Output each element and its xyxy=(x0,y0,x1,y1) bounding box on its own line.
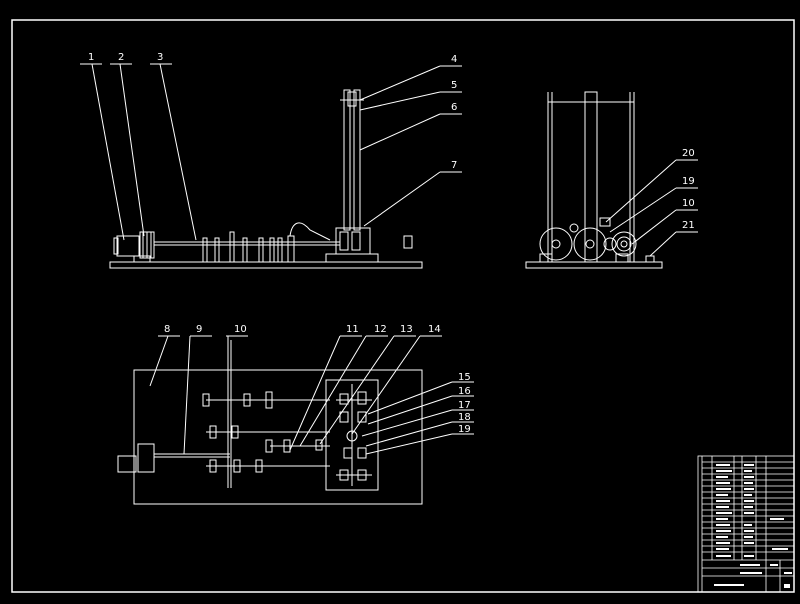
front-view-leaders xyxy=(80,63,462,241)
side-view-labels: 20 19 10 21 xyxy=(682,148,695,231)
title-block-text-marks xyxy=(714,464,792,588)
plan-view-leaders xyxy=(149,335,442,455)
part-label: 8 xyxy=(164,324,170,335)
plan-view-right-leaders xyxy=(361,381,474,455)
plan-view-labels: 8 9 10 11 12 13 14 15 16 17 18 19 xyxy=(164,324,471,435)
part-label: 17 xyxy=(458,400,471,411)
part-label: 14 xyxy=(428,324,441,335)
part-label: 21 xyxy=(682,220,695,231)
side-view-leaders xyxy=(605,159,698,257)
part-label: 16 xyxy=(458,386,471,397)
title-block xyxy=(697,455,795,593)
part-label: 11 xyxy=(346,324,359,335)
part-label: 10 xyxy=(234,324,247,335)
part-label: 10 xyxy=(682,198,695,209)
part-label: 9 xyxy=(196,324,202,335)
part-label: 5 xyxy=(451,80,457,91)
plan-view xyxy=(117,340,423,505)
part-label: 15 xyxy=(458,372,471,383)
part-label: 12 xyxy=(374,324,387,335)
part-label: 19 xyxy=(682,176,695,187)
part-label: 20 xyxy=(682,148,695,159)
part-label: 18 xyxy=(458,412,471,423)
front-view xyxy=(109,89,423,269)
front-view-labels: 1 2 3 4 5 6 7 xyxy=(88,52,457,171)
part-label: 6 xyxy=(451,102,457,113)
part-label: 2 xyxy=(118,52,124,63)
side-view xyxy=(525,91,663,269)
part-label: 1 xyxy=(88,52,94,63)
part-label: 4 xyxy=(451,54,457,65)
part-label: 13 xyxy=(400,324,413,335)
part-label: 3 xyxy=(157,52,163,63)
part-label: 19 xyxy=(458,424,471,435)
part-label: 7 xyxy=(451,160,457,171)
drawing-frame xyxy=(11,19,795,593)
